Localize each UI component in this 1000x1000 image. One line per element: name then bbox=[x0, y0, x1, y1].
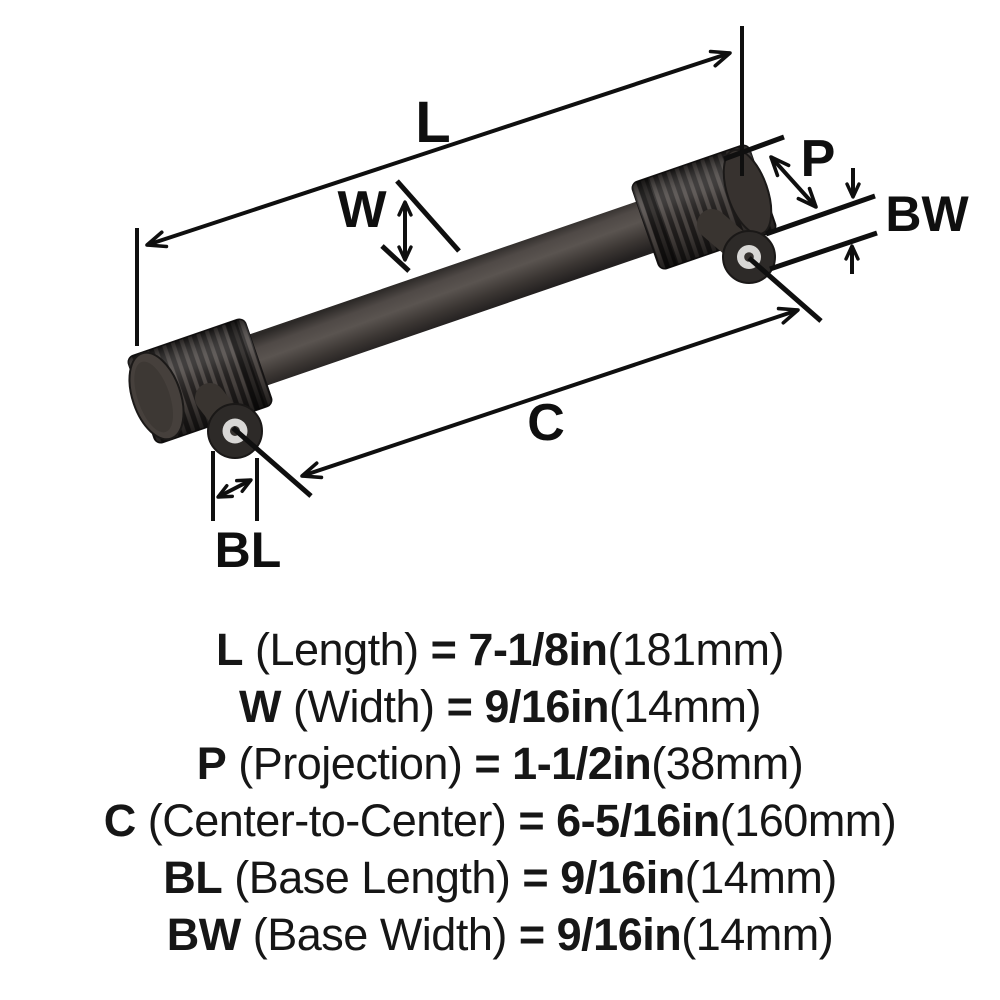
spec-symbol: C bbox=[103, 795, 137, 846]
spec-name: (Base Length) bbox=[234, 852, 511, 903]
c-extension-left bbox=[231, 426, 313, 498]
bl-label: BL bbox=[215, 522, 282, 578]
spec-metric: (38mm) bbox=[651, 738, 804, 789]
spec-metric: (14mm) bbox=[684, 852, 838, 903]
dim-base-length: BL bbox=[211, 451, 282, 578]
spec-equals: = bbox=[430, 624, 457, 675]
spec-equals: = bbox=[446, 681, 473, 732]
spec-line-length: L (Length) = 7-1/8in(181mm) bbox=[0, 621, 1000, 678]
spec-name: (Center-to-Center) bbox=[147, 795, 507, 846]
spec-equals: = bbox=[518, 795, 545, 846]
spec-equals: = bbox=[522, 852, 549, 903]
p-arrow-line bbox=[769, 155, 818, 209]
spec-value: 9/16in bbox=[556, 909, 682, 960]
p-tick-top bbox=[723, 134, 785, 162]
l-arrow-line bbox=[145, 49, 732, 249]
spec-name: (Width) bbox=[293, 681, 435, 732]
bl-arrow-line bbox=[216, 478, 253, 499]
spec-line-projection: P (Projection) = 1-1/2in(38mm) bbox=[0, 735, 1000, 792]
w-tick-top bbox=[395, 179, 461, 253]
spec-name: (Projection) bbox=[238, 738, 463, 789]
spec-metric: (14mm) bbox=[608, 681, 762, 732]
l-label: L bbox=[415, 90, 450, 155]
p-label: P bbox=[801, 130, 836, 188]
spec-name: (Length) bbox=[255, 624, 419, 675]
c-arrow-line bbox=[300, 306, 800, 480]
bw-label: BW bbox=[885, 186, 969, 242]
handle-bar bbox=[170, 180, 731, 408]
spec-line-width: W (Width) = 9/16in(14mm) bbox=[0, 678, 1000, 735]
c-extension-right bbox=[747, 256, 823, 323]
w-tick-bottom bbox=[380, 244, 411, 273]
spec-symbol: BL bbox=[163, 852, 223, 903]
spec-equals: = bbox=[518, 909, 545, 960]
dim-width: W bbox=[337, 179, 461, 273]
spec-name: (Base Width) bbox=[252, 909, 508, 960]
spec-list: L (Length) = 7-1/8in(181mm) W (Width) = … bbox=[0, 621, 1000, 963]
spec-symbol: L bbox=[215, 624, 244, 675]
spec-line-center-to-center: C (Center-to-Center) = 6-5/16in(160mm) bbox=[0, 792, 1000, 849]
spec-symbol: BW bbox=[166, 909, 241, 960]
dim-base-width: BW bbox=[765, 168, 969, 274]
spec-metric: (160mm) bbox=[719, 795, 897, 846]
w-label: W bbox=[337, 181, 387, 239]
spec-metric: (14mm) bbox=[681, 909, 834, 960]
dim-center-to-center: C bbox=[231, 256, 823, 498]
spec-value: 7-1/8in bbox=[468, 624, 608, 675]
spec-value: 9/16in bbox=[560, 852, 685, 903]
spec-metric: (181mm) bbox=[607, 624, 785, 675]
spec-value: 6-5/16in bbox=[556, 795, 720, 846]
spec-equals: = bbox=[474, 738, 501, 789]
spec-value: 1-1/2in bbox=[512, 738, 652, 789]
c-label: C bbox=[527, 394, 565, 452]
spec-symbol: P bbox=[196, 738, 227, 789]
bw-line-top bbox=[765, 193, 876, 237]
handle-drawing: L W P BW C bbox=[127, 26, 969, 578]
pull-handle bbox=[127, 144, 777, 459]
spec-line-base-width: BW (Base Width) = 9/16in(14mm) bbox=[0, 906, 1000, 963]
bw-line-bottom bbox=[769, 230, 878, 272]
spec-line-base-length: BL (Base Length) = 9/16in(14mm) bbox=[0, 849, 1000, 906]
dim-projection: P bbox=[723, 130, 836, 209]
spec-value: 9/16in bbox=[484, 681, 609, 732]
spec-symbol: W bbox=[239, 681, 282, 732]
